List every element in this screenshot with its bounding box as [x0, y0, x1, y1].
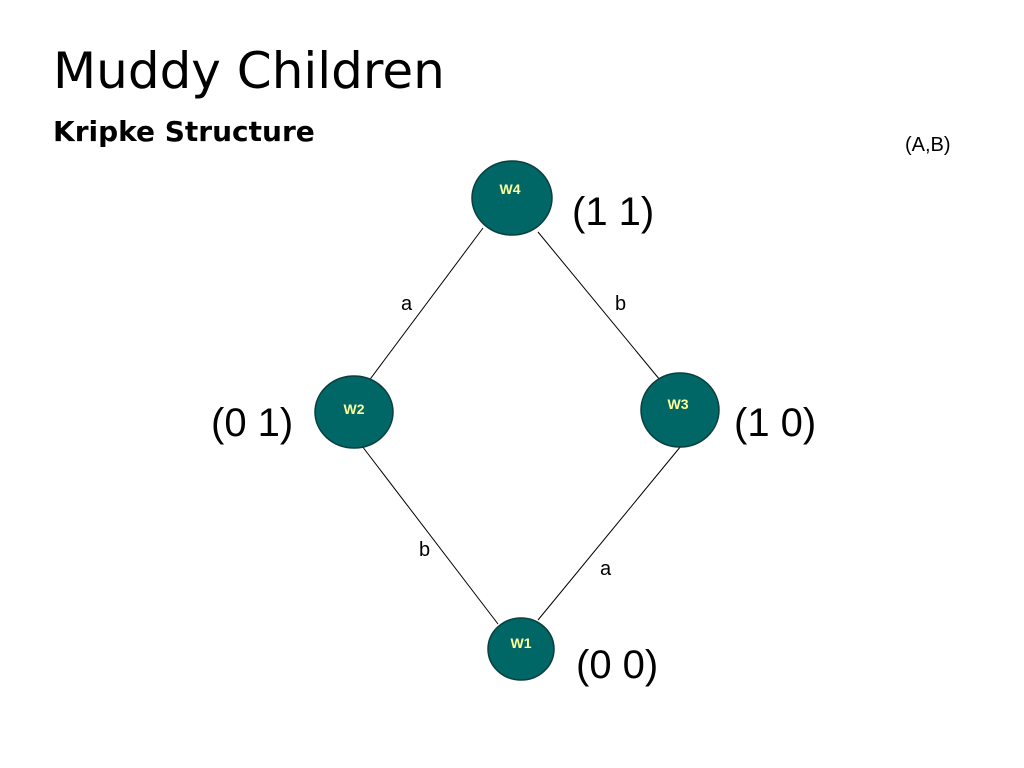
world-value-w4: (1 1) — [572, 190, 654, 234]
edge-label-w4-w2: a — [401, 293, 413, 315]
world-node-w2: W2 — [314, 375, 394, 449]
world-node-w1-circle — [487, 617, 555, 681]
edge-w4-w2 — [367, 227, 484, 383]
edge-w3-w1 — [537, 445, 682, 621]
world-value-w1: (0 0) — [576, 643, 658, 687]
world-value-w3: (1 0) — [734, 401, 816, 445]
world-value-w2: (0 1) — [211, 401, 293, 445]
world-node-w2-circle — [314, 375, 394, 449]
state-legend-label: (A,B) — [905, 134, 951, 156]
world-node-w1-label: W1 — [511, 635, 532, 651]
world-node-w1: W1 — [487, 617, 555, 681]
world-node-w3: W3 — [640, 372, 720, 448]
edge-label-w4-w3: b — [615, 293, 626, 315]
edge-label-w2-w1: b — [419, 539, 430, 561]
world-node-w4: W4 — [471, 160, 553, 236]
world-node-w3-label: W3 — [668, 396, 689, 412]
world-node-w3-circle — [640, 372, 720, 448]
slide-title: Muddy Children — [53, 42, 445, 100]
world-node-w4-circle — [471, 160, 553, 236]
edge-w2-w1 — [361, 445, 499, 625]
slide-subtitle: Kripke Structure — [53, 115, 315, 148]
edge-label-w3-w1: a — [600, 558, 612, 580]
edge-w4-w3 — [537, 231, 661, 381]
world-node-w4-label: W4 — [500, 181, 521, 197]
world-node-w2-label: W2 — [344, 401, 365, 417]
